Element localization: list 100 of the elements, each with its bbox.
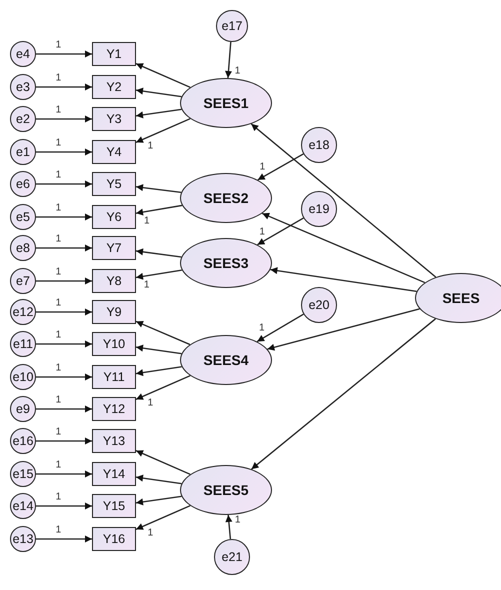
- observed-variable-box: Y5: [92, 172, 136, 196]
- edge-label: 1: [54, 362, 62, 374]
- edge-label: 1: [258, 226, 266, 238]
- edge-label: 1: [54, 104, 62, 116]
- error-term-circle: e4: [10, 41, 36, 67]
- arrow: [136, 108, 182, 118]
- arrow: [136, 474, 182, 484]
- observed-variable-box: Y15: [92, 494, 136, 518]
- arrow: [262, 212, 426, 284]
- latent-variable-ellipse: SEES4: [180, 335, 272, 385]
- error-term-circle: e16: [10, 428, 36, 454]
- arrow: [36, 50, 92, 58]
- arrow: [257, 217, 304, 246]
- observed-variable-box: Y12: [92, 397, 136, 421]
- arrow: [136, 248, 182, 258]
- error-term-circle: e12: [10, 299, 36, 325]
- arrow: [136, 366, 182, 376]
- arrow: [225, 42, 232, 78]
- edge-label: 1: [54, 138, 62, 148]
- observed-variable-box: Y13: [92, 429, 136, 453]
- edge-label: 1: [142, 215, 150, 226]
- edge-label: 1: [54, 460, 62, 470]
- arrow: [36, 84, 92, 90]
- error-term-circle: e3: [10, 74, 36, 100]
- latent-variable-ellipse: SEES2: [180, 173, 272, 223]
- arrow: [270, 267, 417, 292]
- arrow: [36, 308, 92, 316]
- edge-label: 1: [54, 492, 62, 502]
- edge-label: 1: [54, 234, 62, 244]
- edge-label: 1: [234, 65, 242, 76]
- arrow: [251, 318, 436, 470]
- observed-variable-box: Y6: [92, 205, 136, 229]
- error-term-circle: e7: [10, 268, 36, 294]
- observed-variable-box: Y7: [92, 236, 136, 260]
- edge-label: 1: [258, 161, 266, 172]
- latent-variable-ellipse: SEES1: [180, 78, 272, 128]
- arrow: [136, 269, 182, 280]
- arrow: [136, 320, 190, 346]
- observed-variable-box: Y16: [92, 527, 136, 551]
- arrow: [136, 505, 190, 530]
- edge-label: 1: [54, 266, 62, 278]
- observed-variable-box: Y8: [92, 269, 136, 293]
- edge-label: 1: [54, 524, 62, 536]
- edge-label: 1: [146, 140, 154, 152]
- arrow: [250, 123, 436, 278]
- arrow: [136, 204, 182, 216]
- observed-variable-box: Y4: [92, 140, 136, 164]
- arrow: [136, 118, 190, 143]
- arrow: [225, 514, 232, 540]
- arrow: [36, 438, 92, 444]
- latent-variable-ellipse: SEES3: [180, 238, 272, 288]
- edge-label: 1: [54, 170, 62, 180]
- arrow: [36, 180, 92, 188]
- error-term-circle: e11: [10, 331, 36, 357]
- observed-variable-box: Y14: [92, 462, 136, 486]
- arrow: [36, 244, 92, 252]
- arrow: [36, 536, 92, 542]
- arrow: [36, 278, 92, 284]
- arrow: [36, 374, 92, 380]
- edge-label: 1: [142, 279, 150, 290]
- latent-variable-ellipse: SEES: [415, 273, 501, 323]
- arrow: [136, 450, 190, 475]
- edge-label: 1: [54, 394, 62, 406]
- error-term-circle: e14: [10, 493, 36, 519]
- error-term-circle: e13: [10, 526, 36, 552]
- arrow: [36, 148, 92, 156]
- error-term-circle: e19: [301, 191, 337, 227]
- arrow: [136, 88, 182, 98]
- edge-label: 1: [54, 72, 62, 84]
- arrow: [257, 153, 304, 180]
- arrow: [136, 375, 190, 400]
- error-term-circle: e15: [10, 461, 36, 487]
- observed-variable-box: Y1: [92, 42, 136, 66]
- arrow: [267, 308, 420, 351]
- error-term-circle: e20: [301, 287, 337, 323]
- latent-variable-ellipse: SEES5: [180, 465, 272, 515]
- edge-label: 1: [54, 426, 62, 438]
- error-term-circle: e18: [301, 127, 337, 163]
- observed-variable-box: Y2: [92, 75, 136, 99]
- arrow: [36, 470, 92, 478]
- error-term-circle: e10: [10, 364, 36, 390]
- arrow: [36, 406, 92, 412]
- edge-label: 1: [146, 527, 154, 538]
- edge-label: 1: [54, 298, 62, 308]
- error-term-circle: e2: [10, 106, 36, 132]
- error-term-circle: e1: [10, 139, 36, 165]
- arrow: [36, 116, 92, 122]
- error-term-circle: e6: [10, 171, 36, 197]
- observed-variable-box: Y11: [92, 365, 136, 389]
- arrow: [136, 344, 182, 354]
- error-term-circle: e9: [10, 396, 36, 422]
- edge-label: 1: [54, 330, 62, 340]
- edge-label: 1: [54, 202, 62, 214]
- arrow: [36, 340, 92, 348]
- arrow: [136, 496, 182, 506]
- arrow: [136, 63, 190, 88]
- observed-variable-box: Y10: [92, 332, 136, 356]
- observed-variable-box: Y3: [92, 107, 136, 131]
- error-term-circle: e17: [216, 10, 248, 42]
- arrow: [136, 184, 182, 194]
